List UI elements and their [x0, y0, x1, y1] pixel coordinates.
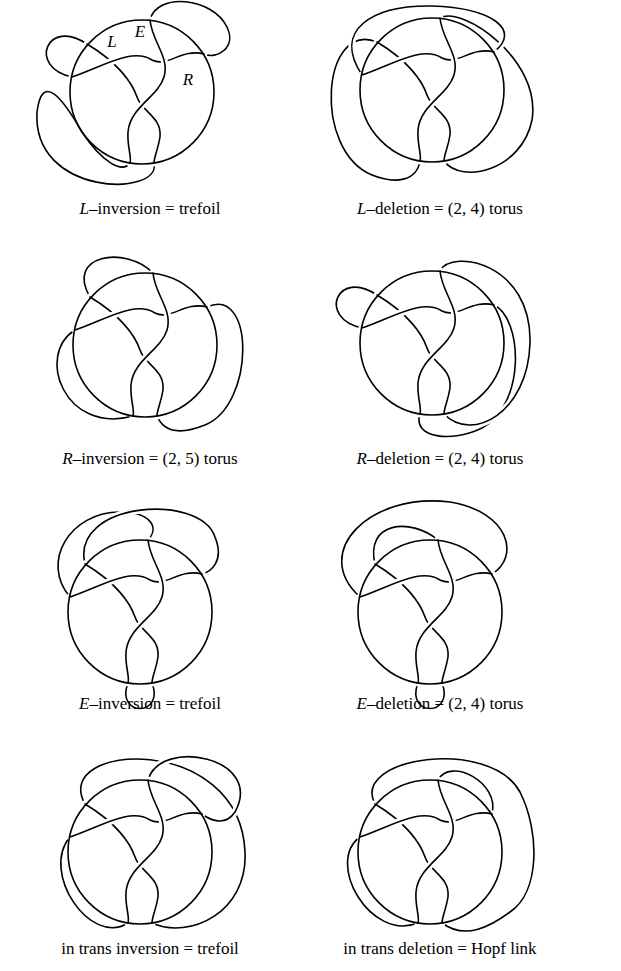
knot-diagram — [342, 501, 507, 709]
panel-caption: R–inversion = (2, 5) torus — [62, 450, 237, 469]
panel-caption: in trans deletion = Hopf link — [343, 940, 536, 959]
knot-diagram — [61, 757, 245, 928]
knot-diagram — [57, 257, 243, 431]
panel-caption: L–deletion = (2, 4) torus — [357, 200, 523, 219]
panel-caption: in trans inversion = trefoil — [61, 940, 239, 959]
strand-label: R — [183, 71, 193, 90]
panel-caption: L–inversion = trefoil — [80, 200, 221, 219]
knot-diagram — [348, 759, 534, 931]
knot-diagram — [336, 261, 530, 436]
knot-diagram — [37, 2, 230, 185]
panel-caption: E–deletion = (2, 4) torus — [357, 695, 524, 714]
knot-diagram — [331, 6, 533, 180]
strand-label: E — [135, 23, 145, 42]
panel-caption: R–deletion = (2, 4) torus — [357, 450, 524, 469]
knot-diagram — [58, 509, 218, 708]
strand-label: L — [107, 33, 116, 52]
panel-caption: E–inversion = trefoil — [79, 695, 221, 714]
